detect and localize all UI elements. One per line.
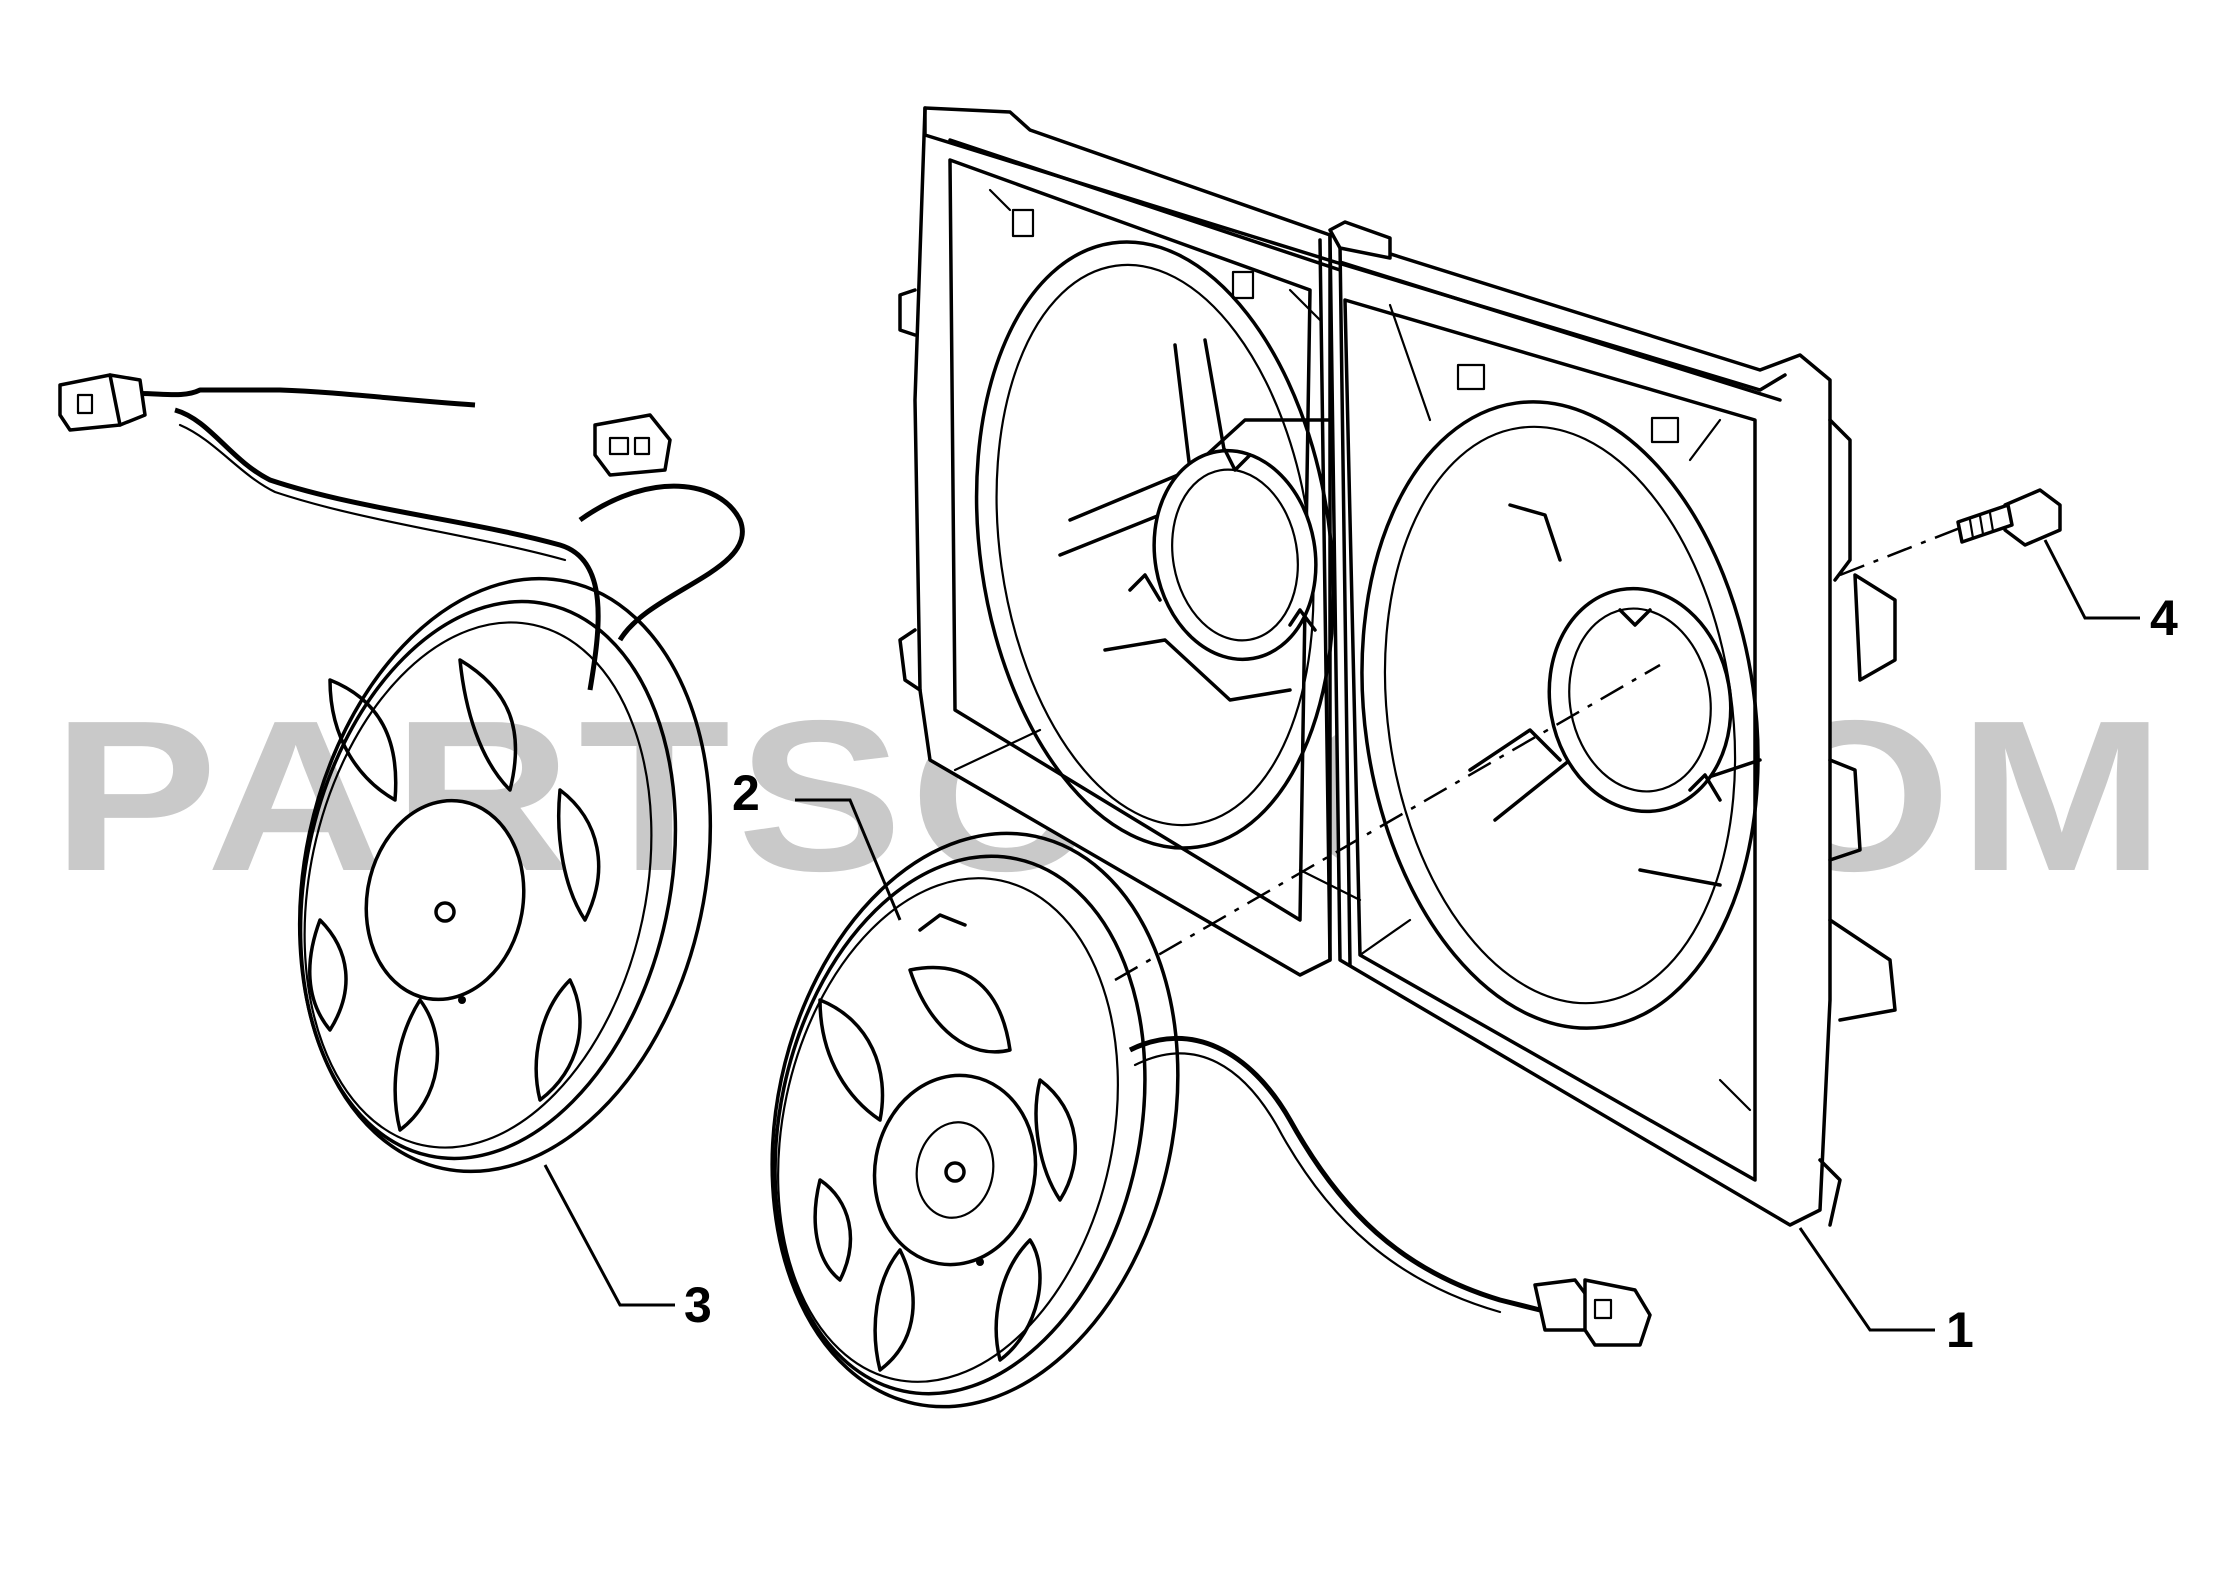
fan-3[interactable]	[58, 373, 763, 1210]
leader-lines	[543, 539, 2140, 1332]
callout-4: 4	[2150, 590, 2178, 646]
callout-3: 3	[684, 1277, 712, 1333]
callout-1: 1	[1946, 1302, 1974, 1358]
fan-shroud[interactable]	[898, 106, 1897, 1227]
bolt-4[interactable]	[1956, 488, 2062, 547]
assembly-lines	[1114, 526, 1961, 982]
callout-2: 2	[732, 765, 760, 821]
fan-2[interactable]	[721, 795, 1652, 1445]
